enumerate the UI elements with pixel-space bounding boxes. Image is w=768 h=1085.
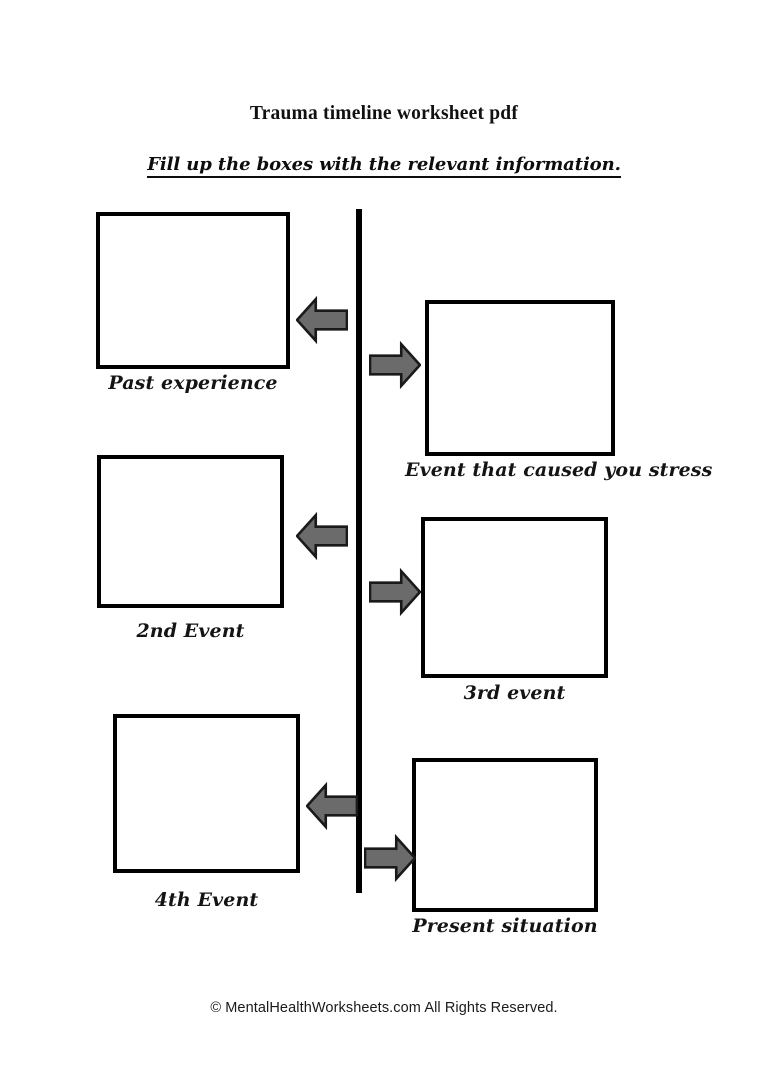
arrow-right-third-event-icon [369,568,421,616]
entry-box-third-event[interactable] [421,517,608,678]
arrow-left-fourth-event-icon [306,782,358,830]
arrow-left-past-experience-icon [296,296,348,344]
entry-box-event-that-caused-stress[interactable] [425,300,615,456]
entry-box-fourth-event[interactable] [113,714,300,873]
page-title: Trauma timeline worksheet pdf [249,103,519,124]
entry-label-fourth-event: 4th Event [154,889,259,911]
entry-label-event-that-caused-stress: Event that caused you stress [405,459,713,481]
arrow-right-present-situation-icon [364,834,416,882]
footer-copyright: © MentalHealthWorksheets.com All Rights … [210,1000,558,1016]
entry-box-past-experience[interactable] [96,212,290,369]
arrow-right-event-that-caused-stress-icon [369,341,421,389]
entry-box-present-situation[interactable] [412,758,598,912]
entry-box-second-event[interactable] [97,455,284,608]
entry-label-third-event: 3rd event [463,682,566,704]
instruction-line: Fill up the boxes with the relevant info… [0,154,768,178]
instruction-text: Fill up the boxes with the relevant info… [147,154,621,178]
timeline-vertical-axis [356,209,362,893]
entry-label-second-event: 2nd Event [136,620,245,642]
entry-label-past-experience: Past experience [108,372,278,394]
entry-label-present-situation: Present situation [412,915,598,937]
arrow-left-second-event-icon [296,512,348,560]
